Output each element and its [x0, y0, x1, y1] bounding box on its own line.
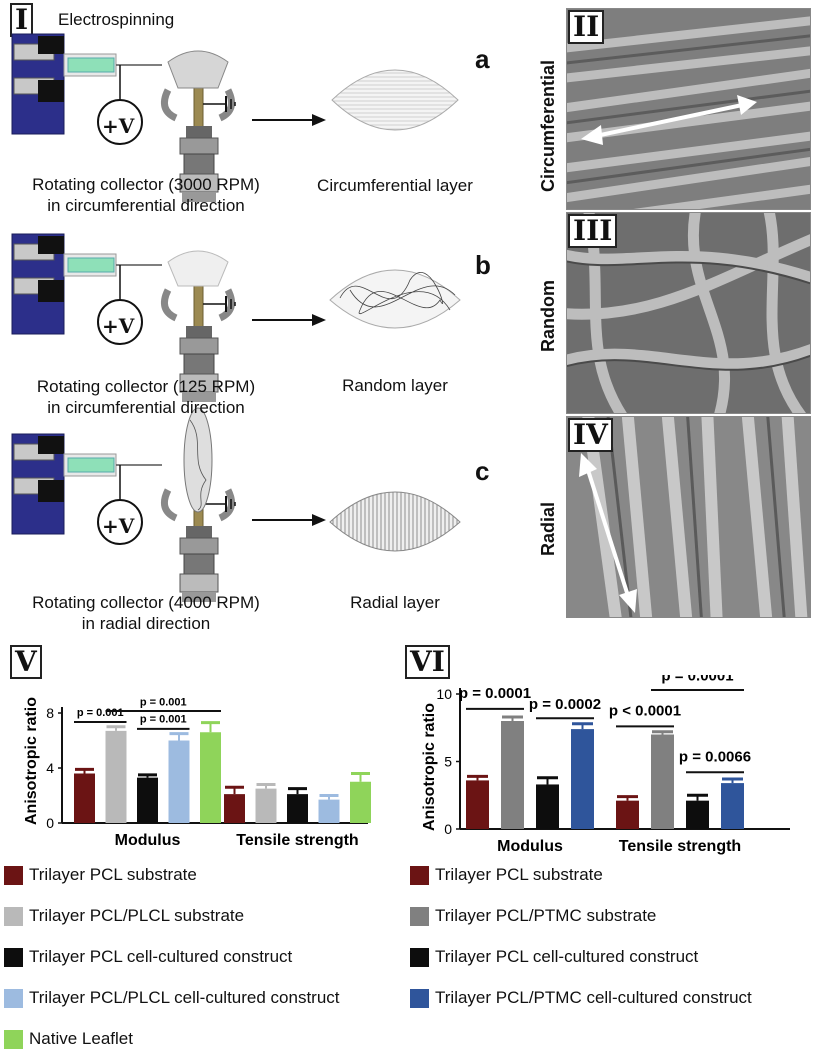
collector-caption-c: Rotating collector (4000 RPM)in radial d…	[0, 592, 292, 634]
bar	[287, 794, 308, 823]
legend-item: Trilayer PCL/PLCL substrate	[4, 904, 244, 928]
bar	[686, 801, 709, 829]
bar	[256, 789, 277, 823]
legend-item: Native Leaflet	[4, 1027, 133, 1051]
bar	[200, 732, 221, 823]
legend-swatch	[4, 1030, 23, 1049]
significance-label: p < 0.0001	[609, 703, 681, 720]
y-tick-label: 5	[444, 754, 452, 770]
legend-label: Trilayer PCL cell-cultured construct	[435, 947, 698, 967]
legend-label: Trilayer PCL/PTMC substrate	[435, 906, 656, 926]
legend-swatch	[4, 989, 23, 1008]
significance-label: p = 0.001	[140, 714, 187, 726]
layer-caption-c: Radial layer	[300, 592, 490, 613]
bar	[137, 778, 158, 823]
sem-side-label-circumferential: Circumferential	[538, 60, 559, 192]
y-axis-label: Anisotropic ratio	[421, 703, 438, 831]
row-letter-c: c	[475, 456, 489, 487]
legend-swatch	[4, 866, 23, 885]
legend-label: Trilayer PCL/PLCL cell-cultured construc…	[29, 988, 340, 1008]
voltage-label-c: +V	[102, 514, 134, 538]
panel-label-VI: VI	[405, 645, 450, 679]
category-label: Modulus	[497, 838, 563, 855]
y-tick-label: 0	[46, 815, 54, 831]
bar	[169, 741, 190, 824]
layer-caption-b: Random layer	[300, 375, 490, 396]
legend-label: Trilayer PCL/PLCL substrate	[29, 906, 244, 926]
legend-label: Trilayer PCL substrate	[29, 865, 197, 885]
significance-label: p = 0.0002	[529, 696, 601, 713]
bar	[74, 774, 95, 824]
significance-label: p = 0.0001	[459, 685, 531, 702]
row-letter-a: a	[475, 44, 489, 75]
y-axis-label: Anisotropic ratio	[23, 697, 40, 825]
panel-label-III: III	[568, 214, 617, 248]
legend-label: Native Leaflet	[29, 1029, 133, 1049]
significance-label: p = 0.0001	[661, 675, 733, 685]
legend-swatch	[410, 907, 429, 926]
row-letter-b: b	[475, 250, 491, 281]
legend-item: Trilayer PCL cell-cultured construct	[410, 945, 698, 969]
category-label: Tensile strength	[619, 838, 741, 855]
legend-item: Trilayer PCL substrate	[4, 863, 197, 887]
bar	[319, 800, 340, 823]
category-label: Tensile strength	[236, 832, 358, 849]
y-tick-label: 10	[436, 686, 452, 702]
bar	[350, 782, 371, 823]
collector-caption-a: Rotating collector (3000 RPM)in circumfe…	[0, 174, 292, 216]
y-tick-label: 0	[444, 821, 452, 837]
bar	[536, 784, 559, 829]
bar	[616, 801, 639, 829]
bar	[501, 721, 524, 829]
panel-label-II: II	[568, 10, 604, 44]
legend-label: Trilayer PCL substrate	[435, 865, 603, 885]
sem-side-label-radial: Radial	[538, 502, 559, 556]
bar	[106, 731, 127, 823]
legend-item: Trilayer PCL/PLCL cell-cultured construc…	[4, 986, 340, 1010]
panel-label-IV: IV	[568, 418, 613, 452]
voltage-label-a: +V	[102, 114, 134, 138]
bar	[721, 783, 744, 829]
legend-label: Trilayer PCL cell-cultured construct	[29, 947, 292, 967]
electrospinning-schematic	[0, 0, 540, 640]
legend-swatch	[4, 907, 23, 926]
legend-swatch	[410, 989, 429, 1008]
legend-swatch	[4, 948, 23, 967]
panel-label-V: V	[10, 645, 42, 679]
significance-label: p = 0.001	[77, 707, 124, 719]
y-tick-label: 4	[46, 760, 54, 776]
legend-swatch	[410, 948, 429, 967]
significance-label: p = 0.001	[140, 696, 187, 708]
significance-label: p = 0.0066	[679, 749, 751, 766]
legend-item: Trilayer PCL/PTMC substrate	[410, 904, 656, 928]
layer-caption-a: Circumferential layer	[300, 175, 490, 196]
legend-item: Trilayer PCL/PTMC cell-cultured construc…	[410, 986, 752, 1010]
bar	[466, 780, 489, 829]
bar	[224, 794, 245, 823]
legend-swatch	[410, 866, 429, 885]
bar	[651, 735, 674, 830]
category-label: Modulus	[115, 832, 181, 849]
legend-item: Trilayer PCL cell-cultured construct	[4, 945, 292, 969]
legend-item: Trilayer PCL substrate	[410, 863, 603, 887]
legend-label: Trilayer PCL/PTMC cell-cultured construc…	[435, 988, 752, 1008]
y-tick-label: 8	[46, 705, 54, 721]
bar	[571, 729, 594, 829]
collector-caption-b: Rotating collector (125 RPM)in circumfer…	[0, 376, 292, 418]
voltage-label-b: +V	[102, 314, 134, 338]
sem-side-label-random: Random	[538, 280, 559, 352]
